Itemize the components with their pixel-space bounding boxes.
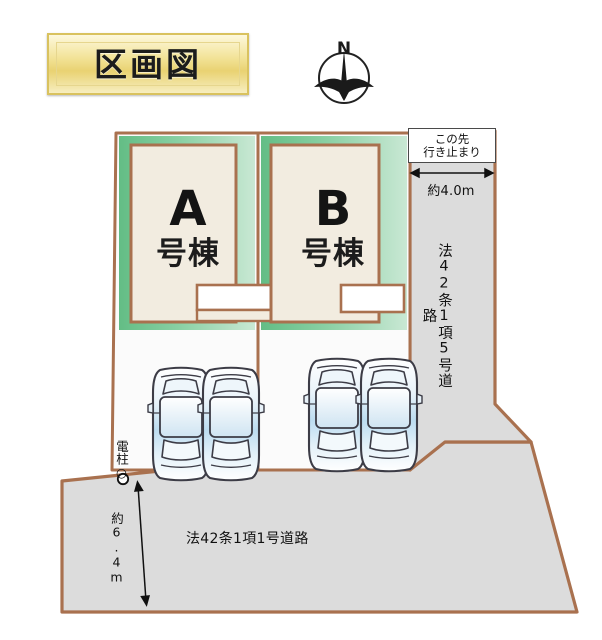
- dimension-arrow-road-width: [409, 167, 495, 179]
- parking-cars-b: [302, 357, 424, 473]
- road-right-label: 法42条1項5号道路: [420, 243, 453, 389]
- building-b-suffix: 号棟: [301, 236, 365, 272]
- building-a-label: A 号棟: [140, 185, 236, 271]
- dimension-arrow-frontage: [133, 480, 151, 607]
- frontage-left-label: 約6.4m: [109, 512, 124, 585]
- building-b-letter: B: [314, 181, 352, 237]
- dead-end-line1: この先: [434, 132, 470, 147]
- road-width-top-label: 約4.0m: [427, 184, 475, 199]
- utility-pole-label: 電柱○: [114, 440, 129, 480]
- building-a-suffix: 号棟: [156, 236, 220, 272]
- page-title: 区画図: [94, 44, 202, 84]
- utility-pole-icon: [116, 472, 130, 486]
- compass-rose: N: [306, 38, 382, 108]
- parking-cars-a: [146, 366, 266, 482]
- building-b-label: B 号棟: [285, 185, 381, 271]
- page-title-inner: 区画図: [56, 42, 240, 86]
- building-a-letter: A: [169, 181, 207, 237]
- page-title-plate: 区画図: [47, 33, 249, 95]
- compass-north-label: N: [337, 39, 351, 59]
- road-bottom-label: 法42条1項1号道路: [186, 531, 309, 547]
- building-b[interactable]: [269, 143, 406, 324]
- dead-end-line2: 行き止まり: [423, 144, 481, 159]
- dead-end-sign: この先 行き止まり: [408, 128, 496, 163]
